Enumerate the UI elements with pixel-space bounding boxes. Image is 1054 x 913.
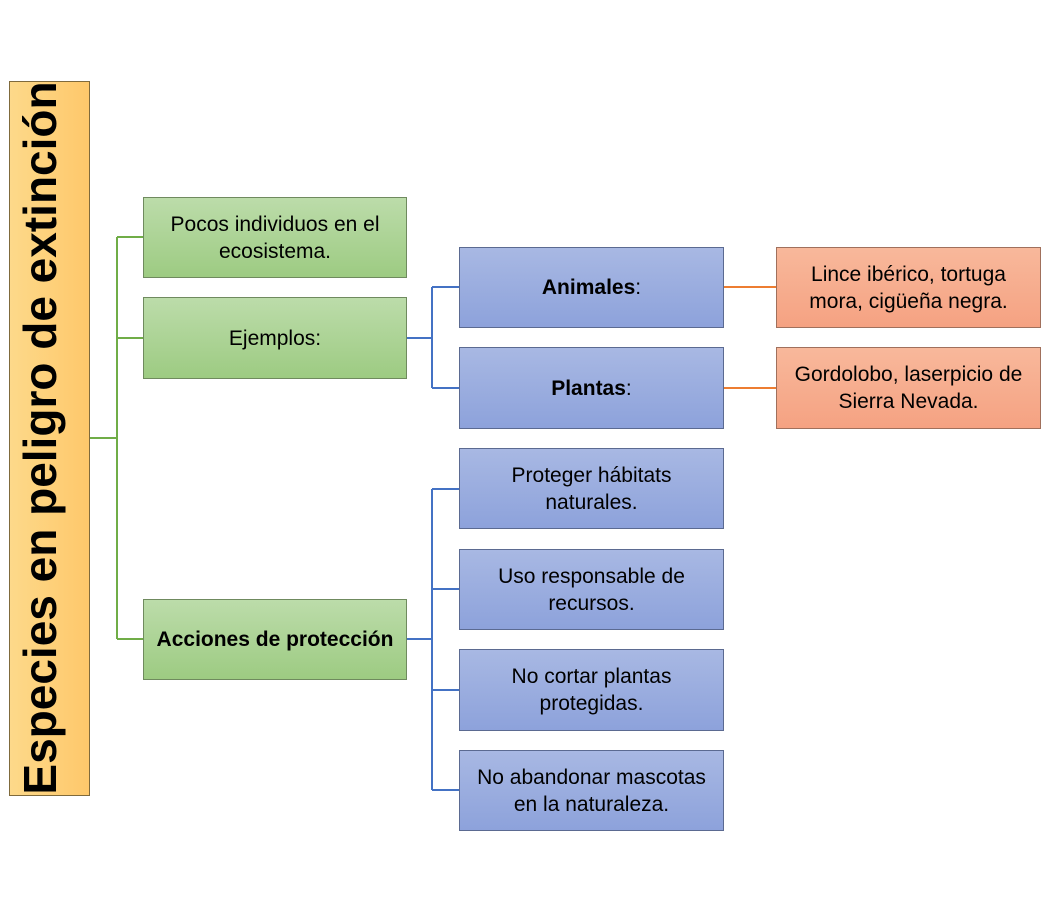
root-node [9, 81, 90, 796]
node-accion-1-text: Proteger hábitats naturales. [511, 463, 672, 514]
node-animales-label: Animales [541, 276, 636, 299]
node-accion-3: No cortar plantas protegidas. [459, 649, 724, 731]
node-animales-ejemplos: Lince ibérico, tortuga mora, cigüeña neg… [776, 247, 1041, 328]
node-accion-1: Proteger hábitats naturales. [459, 448, 724, 529]
node-accion-2-text: Uso responsable de recursos. [498, 564, 685, 615]
root-connectors [90, 236, 143, 640]
node-plantas-ejemplos-text: Gordolobo, laserpicio de Sierra Nevada. [794, 363, 1023, 413]
node-pocos-individuos: Pocos individuos en el ecosistema. [143, 197, 407, 278]
node-acciones-proteccion-text: Acciones de protección [156, 628, 394, 651]
node-animales-ejemplos-text: Lince ibérico, tortuga mora, cigüeña neg… [809, 262, 1008, 313]
node-acciones-proteccion: Acciones de protección [143, 599, 407, 680]
node-accion-4-text: No abandonar mascotas en la naturaleza. [477, 765, 706, 816]
acciones-connectors [406, 488, 459, 791]
node-accion-3-text: No cortar plantas protegidas. [511, 665, 672, 715]
node-accion-2: Uso responsable de recursos. [459, 549, 724, 630]
ejemplos-connectors [406, 286, 459, 389]
root-title: Especies en peligro de extinción [14, 81, 66, 795]
node-ejemplos: Ejemplos: [143, 297, 407, 379]
node-accion-4: No abandonar mascotas en la naturaleza. [459, 750, 724, 831]
node-ejemplos-text: Ejemplos: [228, 326, 322, 350]
node-plantas: Plantas: [459, 347, 724, 429]
node-plantas-colon: : [625, 376, 632, 400]
node-plantas-ejemplos: Gordolobo, laserpicio de Sierra Nevada. [776, 347, 1041, 429]
node-pocos-individuos-text: Pocos individuos en el ecosistema. [170, 212, 380, 263]
node-animales: Animales: [459, 247, 724, 328]
node-plantas-label: Plantas [551, 376, 626, 400]
detail-connectors [723, 286, 776, 389]
node-animales-colon: : [635, 276, 642, 299]
